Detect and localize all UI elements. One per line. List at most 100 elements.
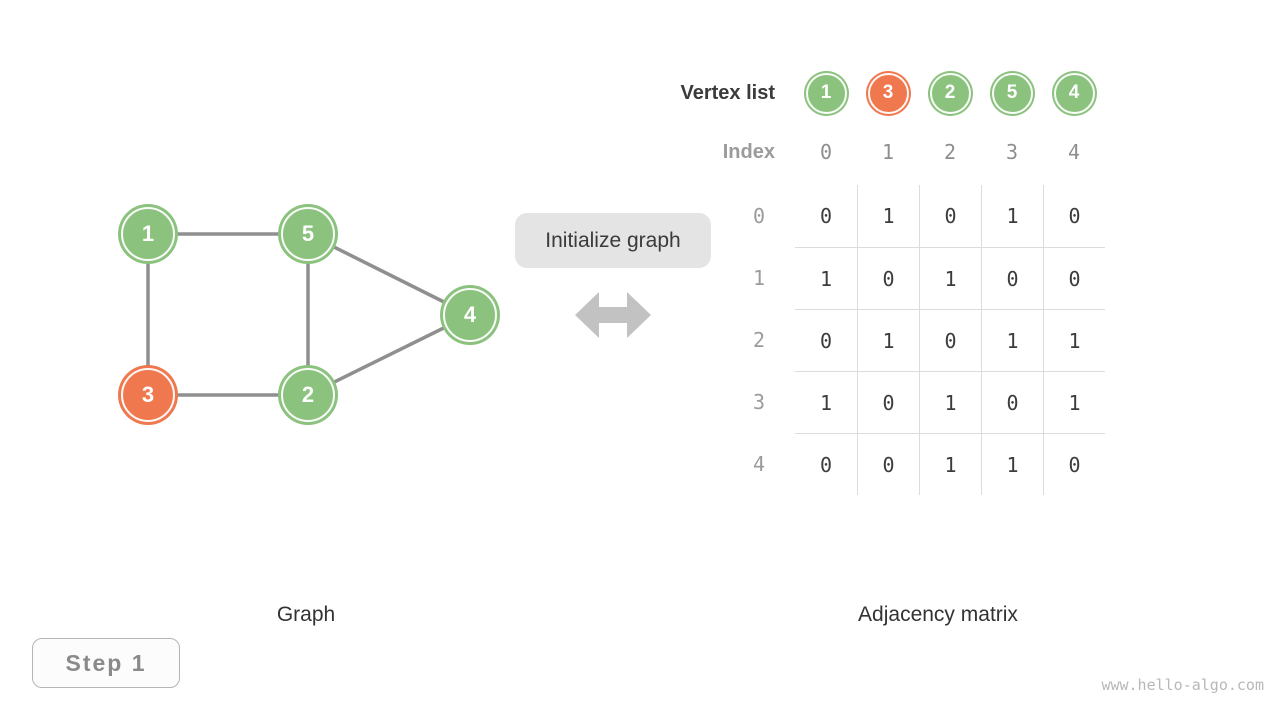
matrix-cell-4-2: 1 xyxy=(919,433,981,495)
matrix-cell-0-4: 0 xyxy=(1043,185,1105,247)
vertex-list-row: Vertex list 1 3 2 5 4 xyxy=(640,70,1105,116)
matrix-value: 1 xyxy=(1068,328,1081,353)
vertex-circle-4: 4 xyxy=(1051,70,1097,116)
matrix-value: 0 xyxy=(819,328,833,353)
index-cell: 3 xyxy=(981,134,1043,170)
matrix-value: 0 xyxy=(1068,266,1081,291)
matrix-cell-0-2: 0 xyxy=(919,185,981,247)
matrix-cell-3-4: 1 xyxy=(1043,371,1105,433)
matrix-cell-1-2: 1 xyxy=(919,247,981,309)
matrix-value: 1 xyxy=(1006,204,1019,228)
graph-node-label: 1 xyxy=(141,221,155,246)
vertex-list-cell: 3 xyxy=(857,70,919,116)
index-cell: 2 xyxy=(919,134,981,170)
matrix-value: 1 xyxy=(1006,452,1019,477)
vertex-circle-5: 5 xyxy=(989,70,1035,116)
vertex-list-label: Vertex list xyxy=(680,81,775,104)
vertex-circle-label: 2 xyxy=(944,82,956,103)
matrix-value: 1 xyxy=(944,266,957,291)
matrix-row-label: 1 xyxy=(752,266,765,290)
matrix-value: 0 xyxy=(1068,204,1081,228)
matrix-cell-0-0: 0 xyxy=(795,185,857,247)
matrix-value: 1 xyxy=(819,266,833,291)
double-arrow-icon xyxy=(575,292,651,338)
matrix-cell-4-3: 1 xyxy=(981,433,1043,495)
matrix-cell-0-1: 1 xyxy=(857,185,919,247)
matrix-cell-2-3: 1 xyxy=(981,309,1043,371)
matrix-value: 0 xyxy=(944,328,957,353)
index-cell: 1 xyxy=(857,134,919,170)
matrix-cell-4-4: 0 xyxy=(1043,433,1105,495)
vertex-circle-label: 1 xyxy=(820,82,832,103)
index-value: 3 xyxy=(1005,140,1019,164)
matrix-value: 1 xyxy=(1068,390,1081,415)
graph-caption: Graph xyxy=(276,603,336,626)
vertex-list-cell: 2 xyxy=(919,70,981,116)
vertex-circle-2: 2 xyxy=(927,70,973,116)
graph-node-label: 4 xyxy=(463,302,477,327)
index-value: 4 xyxy=(1067,140,1081,164)
graph-node-1: 1 xyxy=(118,204,178,264)
vertex-list-cell: 1 xyxy=(795,70,857,116)
graph-node-label: 5 xyxy=(301,221,315,246)
matrix-cell-1-3: 0 xyxy=(981,247,1043,309)
matrix-cell-4-1: 0 xyxy=(857,433,919,495)
index-row: Index 0 1 2 3 4 xyxy=(640,134,1105,170)
vertex-circle-label: 4 xyxy=(1068,82,1080,103)
matrix-row-label: 0 xyxy=(752,204,765,228)
matrix-value: 1 xyxy=(944,390,957,415)
vertex-list-cell: 4 xyxy=(1043,70,1105,116)
matrix-cell-2-4: 1 xyxy=(1043,309,1105,371)
graph-node-label: 3 xyxy=(141,382,155,407)
vertex-circle-3: 3 xyxy=(865,70,911,116)
matrix-cell-3-0: 1 xyxy=(795,371,857,433)
operation-label: Initialize graph xyxy=(515,213,711,268)
matrix-caption: Adjacency matrix xyxy=(858,603,1018,626)
vertex-circle-label: 3 xyxy=(882,82,894,103)
index-value: 1 xyxy=(881,140,895,164)
matrix-value: 0 xyxy=(1068,452,1081,477)
step-badge: Step 1 xyxy=(32,638,180,688)
operation-label-text: Initialize graph xyxy=(545,228,681,252)
vertex-list-cell: 5 xyxy=(981,70,1043,116)
index-label: Index xyxy=(722,140,775,163)
matrix-value: 0 xyxy=(882,390,895,415)
matrix-value: 0 xyxy=(1006,266,1019,291)
step-badge-text: Step 1 xyxy=(65,649,147,676)
matrix-cell-4-0: 0 xyxy=(795,433,857,495)
matrix-value: 1 xyxy=(1006,328,1019,353)
matrix-value: 1 xyxy=(944,452,957,477)
matrix-row-label: 3 xyxy=(752,390,765,414)
matrix-value: 0 xyxy=(882,266,895,291)
graph-node-label: 2 xyxy=(301,382,315,407)
matrix-cell-1-0: 1 xyxy=(795,247,857,309)
matrix-row-label: 2 xyxy=(752,328,765,352)
matrix-row-label: 4 xyxy=(752,452,765,476)
matrix-value: 0 xyxy=(882,452,895,477)
matrix-cell-3-1: 0 xyxy=(857,371,919,433)
index-cell: 4 xyxy=(1043,134,1105,170)
graph-node-2: 2 xyxy=(278,365,338,425)
matrix-cell-2-0: 0 xyxy=(795,309,857,371)
matrix-cell-3-2: 1 xyxy=(919,371,981,433)
index-value: 0 xyxy=(819,140,833,164)
graph-node-3: 3 xyxy=(118,365,178,425)
matrix-cell-2-1: 1 xyxy=(857,309,919,371)
matrix-value: 1 xyxy=(882,328,895,353)
matrix-cell-0-3: 1 xyxy=(981,185,1043,247)
index-cell: 0 xyxy=(795,134,857,170)
matrix-cell-1-1: 0 xyxy=(857,247,919,309)
vertex-circle-label: 5 xyxy=(1006,82,1018,103)
vertex-circle-1: 1 xyxy=(803,70,849,116)
watermark: www.hello-algo.com xyxy=(1101,676,1264,694)
matrix-value: 0 xyxy=(944,204,957,228)
matrix-value: 1 xyxy=(819,390,833,415)
graph-node-4: 4 xyxy=(440,285,500,345)
matrix-cell-1-4: 0 xyxy=(1043,247,1105,309)
matrix-value: 1 xyxy=(882,204,895,228)
matrix-cell-2-2: 0 xyxy=(919,309,981,371)
matrix-value: 0 xyxy=(1006,390,1019,415)
index-value: 2 xyxy=(943,140,957,164)
matrix-cell-3-3: 0 xyxy=(981,371,1043,433)
